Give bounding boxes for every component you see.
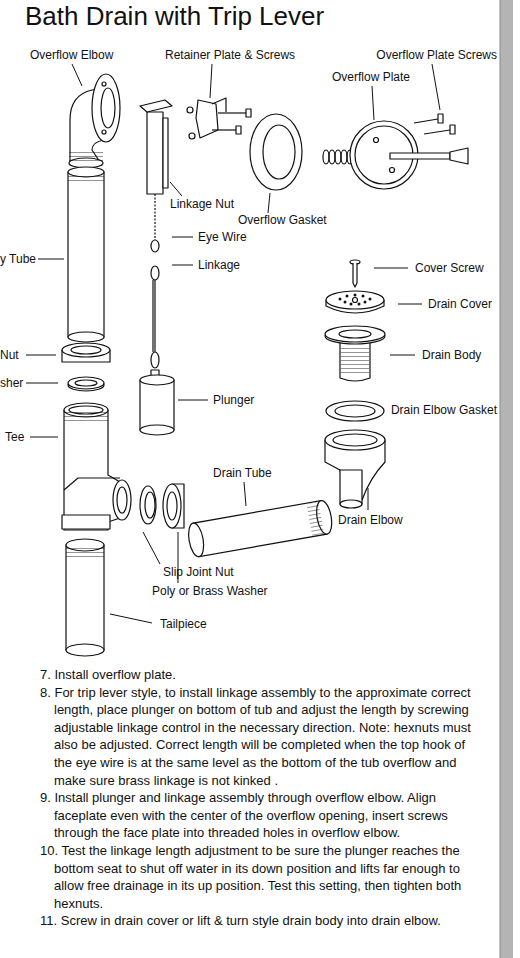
instruction-step: 7. Install overflow plate. xyxy=(40,666,480,684)
part-label: sher xyxy=(0,376,23,390)
overflow-elbow xyxy=(69,74,120,168)
instruction-step: 11. Screw in drain cover or lift & turn … xyxy=(40,912,480,930)
instructions: 7. Install overflow plate.8. For trip le… xyxy=(40,666,480,930)
part-label: Drain Elbow Gasket xyxy=(391,403,497,417)
overflow-gasket xyxy=(250,114,302,190)
drain-elbow xyxy=(325,430,385,508)
drain-cover xyxy=(326,291,384,313)
cover-screw xyxy=(350,260,360,287)
part-label: Drain Cover xyxy=(428,297,492,311)
diagram-title: Bath Drain with Trip Lever xyxy=(25,1,324,31)
linkage-nut xyxy=(140,100,172,240)
tee xyxy=(62,403,131,530)
drain-elbow-gasket xyxy=(326,401,384,421)
leader-lines xyxy=(26,64,440,623)
part-label: Overflow Gasket xyxy=(238,213,327,227)
part-label: Overflow Elbow xyxy=(30,48,113,62)
part-label: Eye Wire xyxy=(198,230,247,244)
slip-joint-nut xyxy=(140,486,156,524)
overflow-plate xyxy=(350,121,468,189)
part-label: Retainer Plate & Screws xyxy=(165,48,295,62)
drain-tube xyxy=(186,499,334,557)
eye-wire xyxy=(151,240,159,252)
part-label: y Tube xyxy=(0,252,36,266)
overflow-plate-screws xyxy=(414,114,455,134)
part-label: Slip Joint Nut xyxy=(163,565,234,579)
part-label: Drain Body xyxy=(422,348,481,362)
plunger xyxy=(140,370,174,435)
side-strip xyxy=(500,0,513,958)
part-label: Overflow Plate xyxy=(332,70,410,84)
overflow-tube xyxy=(68,167,104,342)
part-label: Drain Tube xyxy=(213,466,272,480)
instruction-step: 10. Test the linkage length adjustment t… xyxy=(40,842,480,912)
slip-nut xyxy=(62,343,110,362)
part-label: Tailpiece xyxy=(160,617,207,631)
washer xyxy=(68,377,104,391)
part-label: Linkage xyxy=(198,258,240,272)
part-label: Nut xyxy=(0,348,19,362)
instruction-step: 9. Install plunger and linkage assembly … xyxy=(40,789,480,842)
part-label: Linkage Nut xyxy=(170,197,234,211)
poly-washer xyxy=(163,484,184,528)
part-label: Cover Screw xyxy=(415,261,484,275)
spring xyxy=(323,150,353,164)
part-label: Plunger xyxy=(213,393,254,407)
drain-body xyxy=(325,326,385,381)
tailpiece xyxy=(66,539,104,656)
part-label: Tee xyxy=(5,430,24,444)
part-label: Poly or Brass Washer xyxy=(152,584,268,598)
part-label: Drain Elbow xyxy=(338,513,403,527)
part-label: Overflow Plate Screws xyxy=(376,48,497,62)
linkage xyxy=(151,266,159,368)
retainer-plate xyxy=(187,98,251,139)
instruction-step: 8. For trip lever style, to install link… xyxy=(40,684,480,790)
